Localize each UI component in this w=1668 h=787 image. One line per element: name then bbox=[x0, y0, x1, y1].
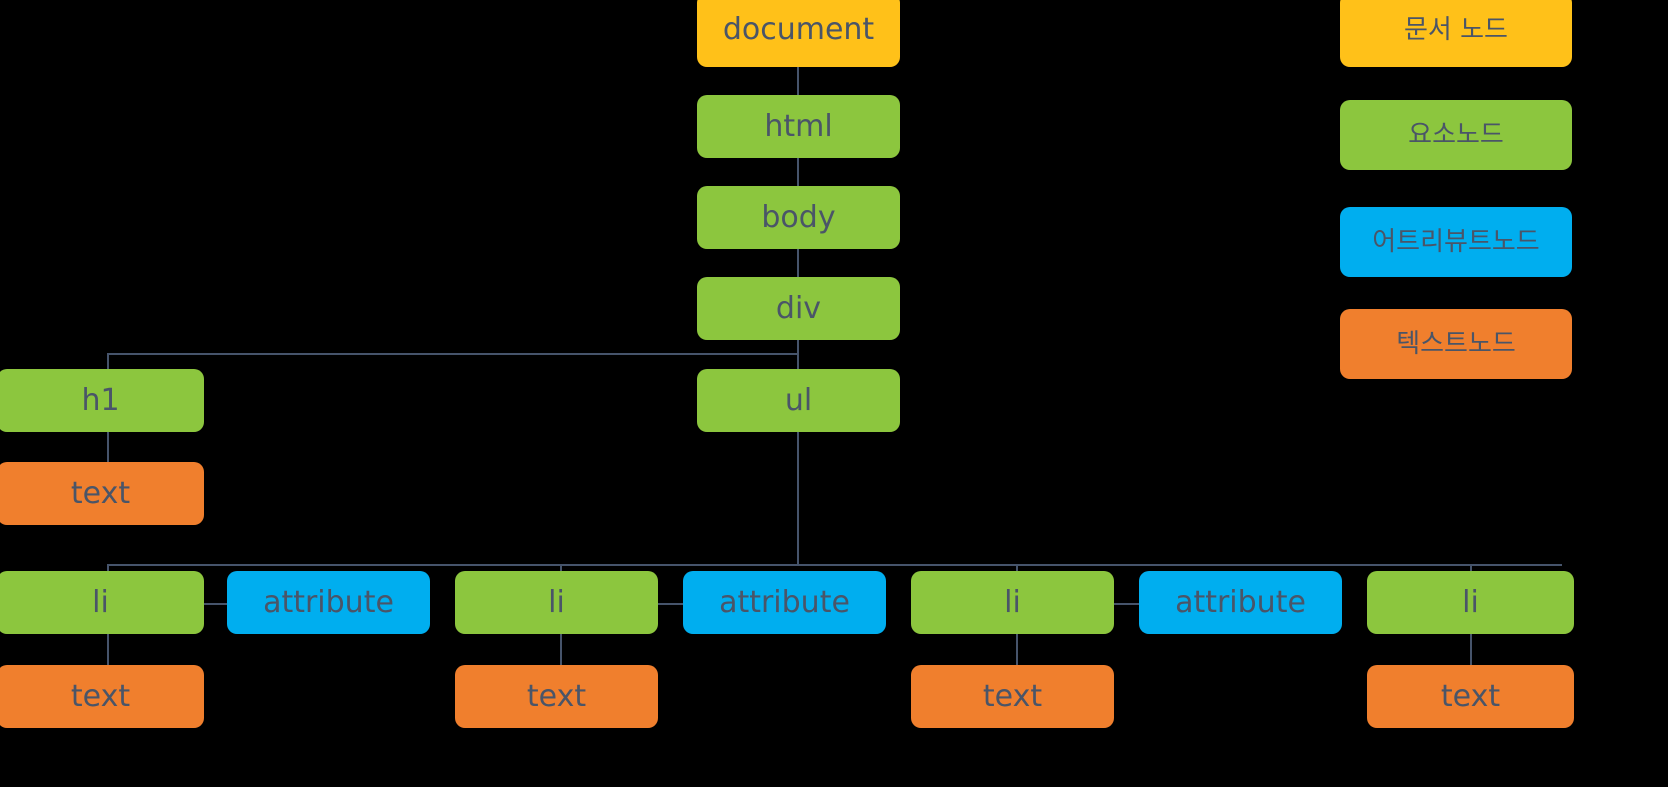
node-div[interactable]: div bbox=[697, 277, 900, 340]
node-li-2[interactable]: li bbox=[455, 571, 658, 634]
edge-li-3-attribute bbox=[1112, 603, 1139, 605]
edge-li-4-text bbox=[1470, 634, 1472, 665]
node-li-3[interactable]: li bbox=[911, 571, 1114, 634]
node-h1-text[interactable]: text bbox=[0, 462, 204, 525]
edge-document-html bbox=[797, 67, 799, 95]
edge-li-2-text bbox=[560, 634, 562, 665]
edge-li-3-text bbox=[1016, 634, 1018, 665]
node-li-4-text[interactable]: text bbox=[1367, 665, 1574, 728]
node-attribute-2[interactable]: attribute bbox=[683, 571, 886, 634]
edge-li-1-text bbox=[107, 634, 109, 665]
edge-bar-to-ul bbox=[797, 353, 799, 373]
edge-ul-children-bar bbox=[107, 564, 1562, 566]
edge-body-div bbox=[797, 249, 799, 277]
node-attribute-3[interactable]: attribute bbox=[1139, 571, 1342, 634]
node-ul[interactable]: ul bbox=[697, 369, 900, 432]
legend-item-document-node: 문서 노드 bbox=[1340, 0, 1572, 67]
edge-ul-stem bbox=[797, 431, 799, 565]
node-body[interactable]: body bbox=[697, 186, 900, 249]
legend-item-text-node: 텍스트노드 bbox=[1340, 309, 1572, 379]
edge-div-children-bar bbox=[107, 353, 799, 355]
node-li-4[interactable]: li bbox=[1367, 571, 1574, 634]
node-li-2-text[interactable]: text bbox=[455, 665, 658, 728]
node-document[interactable]: document bbox=[697, 0, 900, 67]
edge-html-body bbox=[797, 158, 799, 186]
node-attribute-1[interactable]: attribute bbox=[227, 571, 430, 634]
edge-h1-text bbox=[107, 431, 109, 462]
edge-li-1-attribute bbox=[201, 603, 228, 605]
legend-item-element-node: 요소노드 bbox=[1340, 100, 1572, 170]
legend-item-attribute-node: 어트리뷰트노드 bbox=[1340, 207, 1572, 277]
node-li-1-text[interactable]: text bbox=[0, 665, 204, 728]
node-html[interactable]: html bbox=[697, 95, 900, 158]
node-li-3-text[interactable]: text bbox=[911, 665, 1114, 728]
edge-bar-to-h1 bbox=[107, 353, 109, 373]
node-h1[interactable]: h1 bbox=[0, 369, 204, 432]
edge-li-2-attribute bbox=[656, 603, 683, 605]
node-li-1[interactable]: li bbox=[0, 571, 204, 634]
